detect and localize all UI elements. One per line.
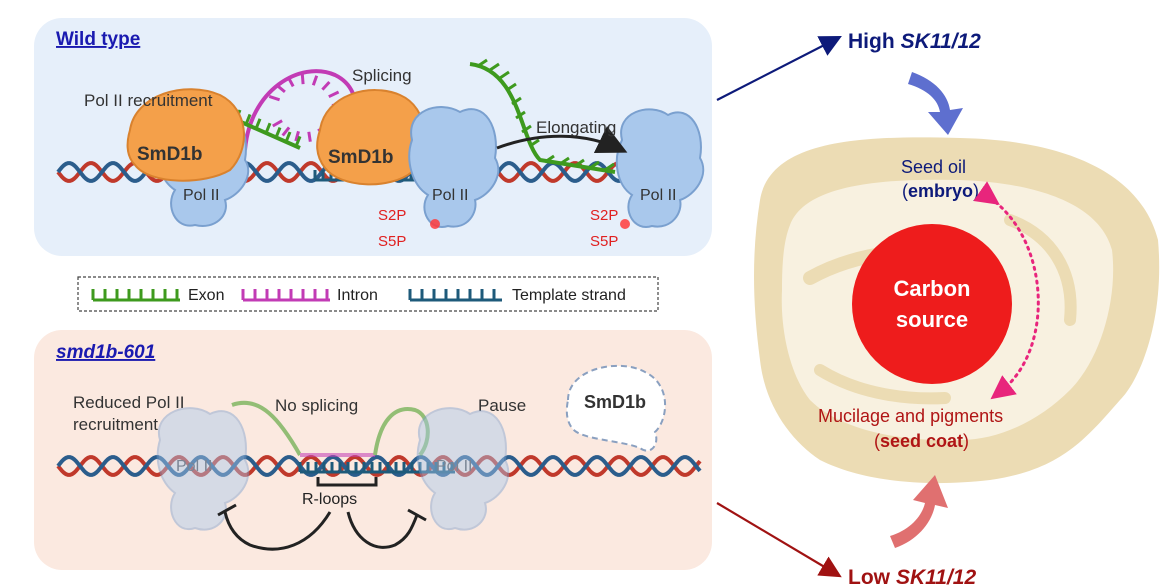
embryo-label: (embryo): [902, 181, 979, 201]
wild-type-title: Wild type: [56, 29, 140, 50]
smd1b-label-1: SmD1b: [137, 144, 202, 165]
mutant-panel: [34, 330, 712, 570]
elongating-label: Elongating: [536, 118, 616, 137]
no-splicing-label: No splicing: [275, 396, 358, 415]
seed-fold-3: [814, 364, 951, 405]
legend-intron-swatch: [241, 289, 330, 302]
rloops-bracket: [316, 477, 378, 487]
smd1b-absent-outline: SmD1b: [565, 364, 666, 452]
pol2-label-1: Pol II: [183, 187, 219, 204]
pol2-faded-label-1: Pol II: [176, 458, 212, 475]
dna-helix-mutant: [56, 455, 702, 477]
pol2-faded-1: [156, 407, 250, 531]
reduced-recruitment-line2: recruitment: [73, 415, 158, 434]
s2p-label-2: S2P: [590, 207, 618, 224]
splicing-label: Splicing: [352, 66, 412, 85]
legend-exon-label: Exon: [188, 287, 224, 304]
mrna-ticks: [477, 58, 615, 172]
carbon-label-1: Carbon: [894, 276, 971, 301]
seed-fold-2: [1004, 214, 1077, 326]
s2p-label-1: S2P: [378, 207, 406, 224]
inhibition-arc-left: [217, 503, 332, 551]
high-big-arrow: [908, 72, 963, 135]
high-arrow: [716, 35, 842, 101]
smd1b-absent-label: SmD1b: [584, 392, 646, 412]
mrna-strand: [469, 62, 616, 174]
legend-template-swatch: [408, 289, 502, 302]
legend-intron-label: Intron: [337, 287, 378, 304]
faded-rna: [231, 400, 430, 457]
legend-exon-swatch: [91, 289, 180, 302]
pol2-faded-label-2: Pol II: [436, 458, 472, 475]
pol2-label-2: Pol II: [432, 187, 468, 204]
legend-box: [77, 276, 659, 312]
seed-oil-label: Seed oil: [901, 157, 966, 177]
legend-template-label: Template strand: [512, 287, 626, 304]
exchange-arrow: [973, 181, 1040, 400]
s5p-label-2: S5P: [590, 233, 618, 250]
mucilage-label: Mucilage and pigments: [818, 406, 1003, 426]
inhibition-arc-right: [346, 508, 427, 549]
carbon-source-circle: [852, 224, 1012, 384]
carbon-label-2: source: [896, 307, 968, 332]
mutant-title: smd1b-601: [56, 342, 155, 363]
low-big-arrow: [890, 475, 948, 548]
reduced-recruitment-line1: Reduced Pol II: [73, 393, 185, 412]
pol2-label-3: Pol II: [640, 187, 676, 204]
pol2-recruitment-label: Pol II recruitment: [84, 91, 213, 110]
template-strand-mutant: [298, 462, 455, 474]
pol2-complex-2: Pol II S2P S5P: [378, 106, 500, 250]
phospho-dot-1: [430, 219, 440, 229]
seed-coat-label: (seed coat): [874, 431, 969, 451]
smd1b-label-2: SmD1b: [328, 147, 393, 168]
elongating-arrow: [496, 126, 628, 154]
pol2-complex-3: Pol II S2P S5P: [590, 108, 705, 250]
pause-label: Pause: [478, 396, 526, 415]
pol2-complex-1: SmD1b Pol II: [126, 88, 250, 227]
rloops-label: R-loops: [302, 491, 357, 508]
s5p-label-1: S5P: [378, 233, 406, 250]
pol2-faded-2: [416, 407, 510, 531]
phospho-dot-2: [620, 219, 630, 229]
low-arrow: [716, 502, 842, 578]
smd1b-complex-2: SmD1b: [316, 89, 426, 186]
